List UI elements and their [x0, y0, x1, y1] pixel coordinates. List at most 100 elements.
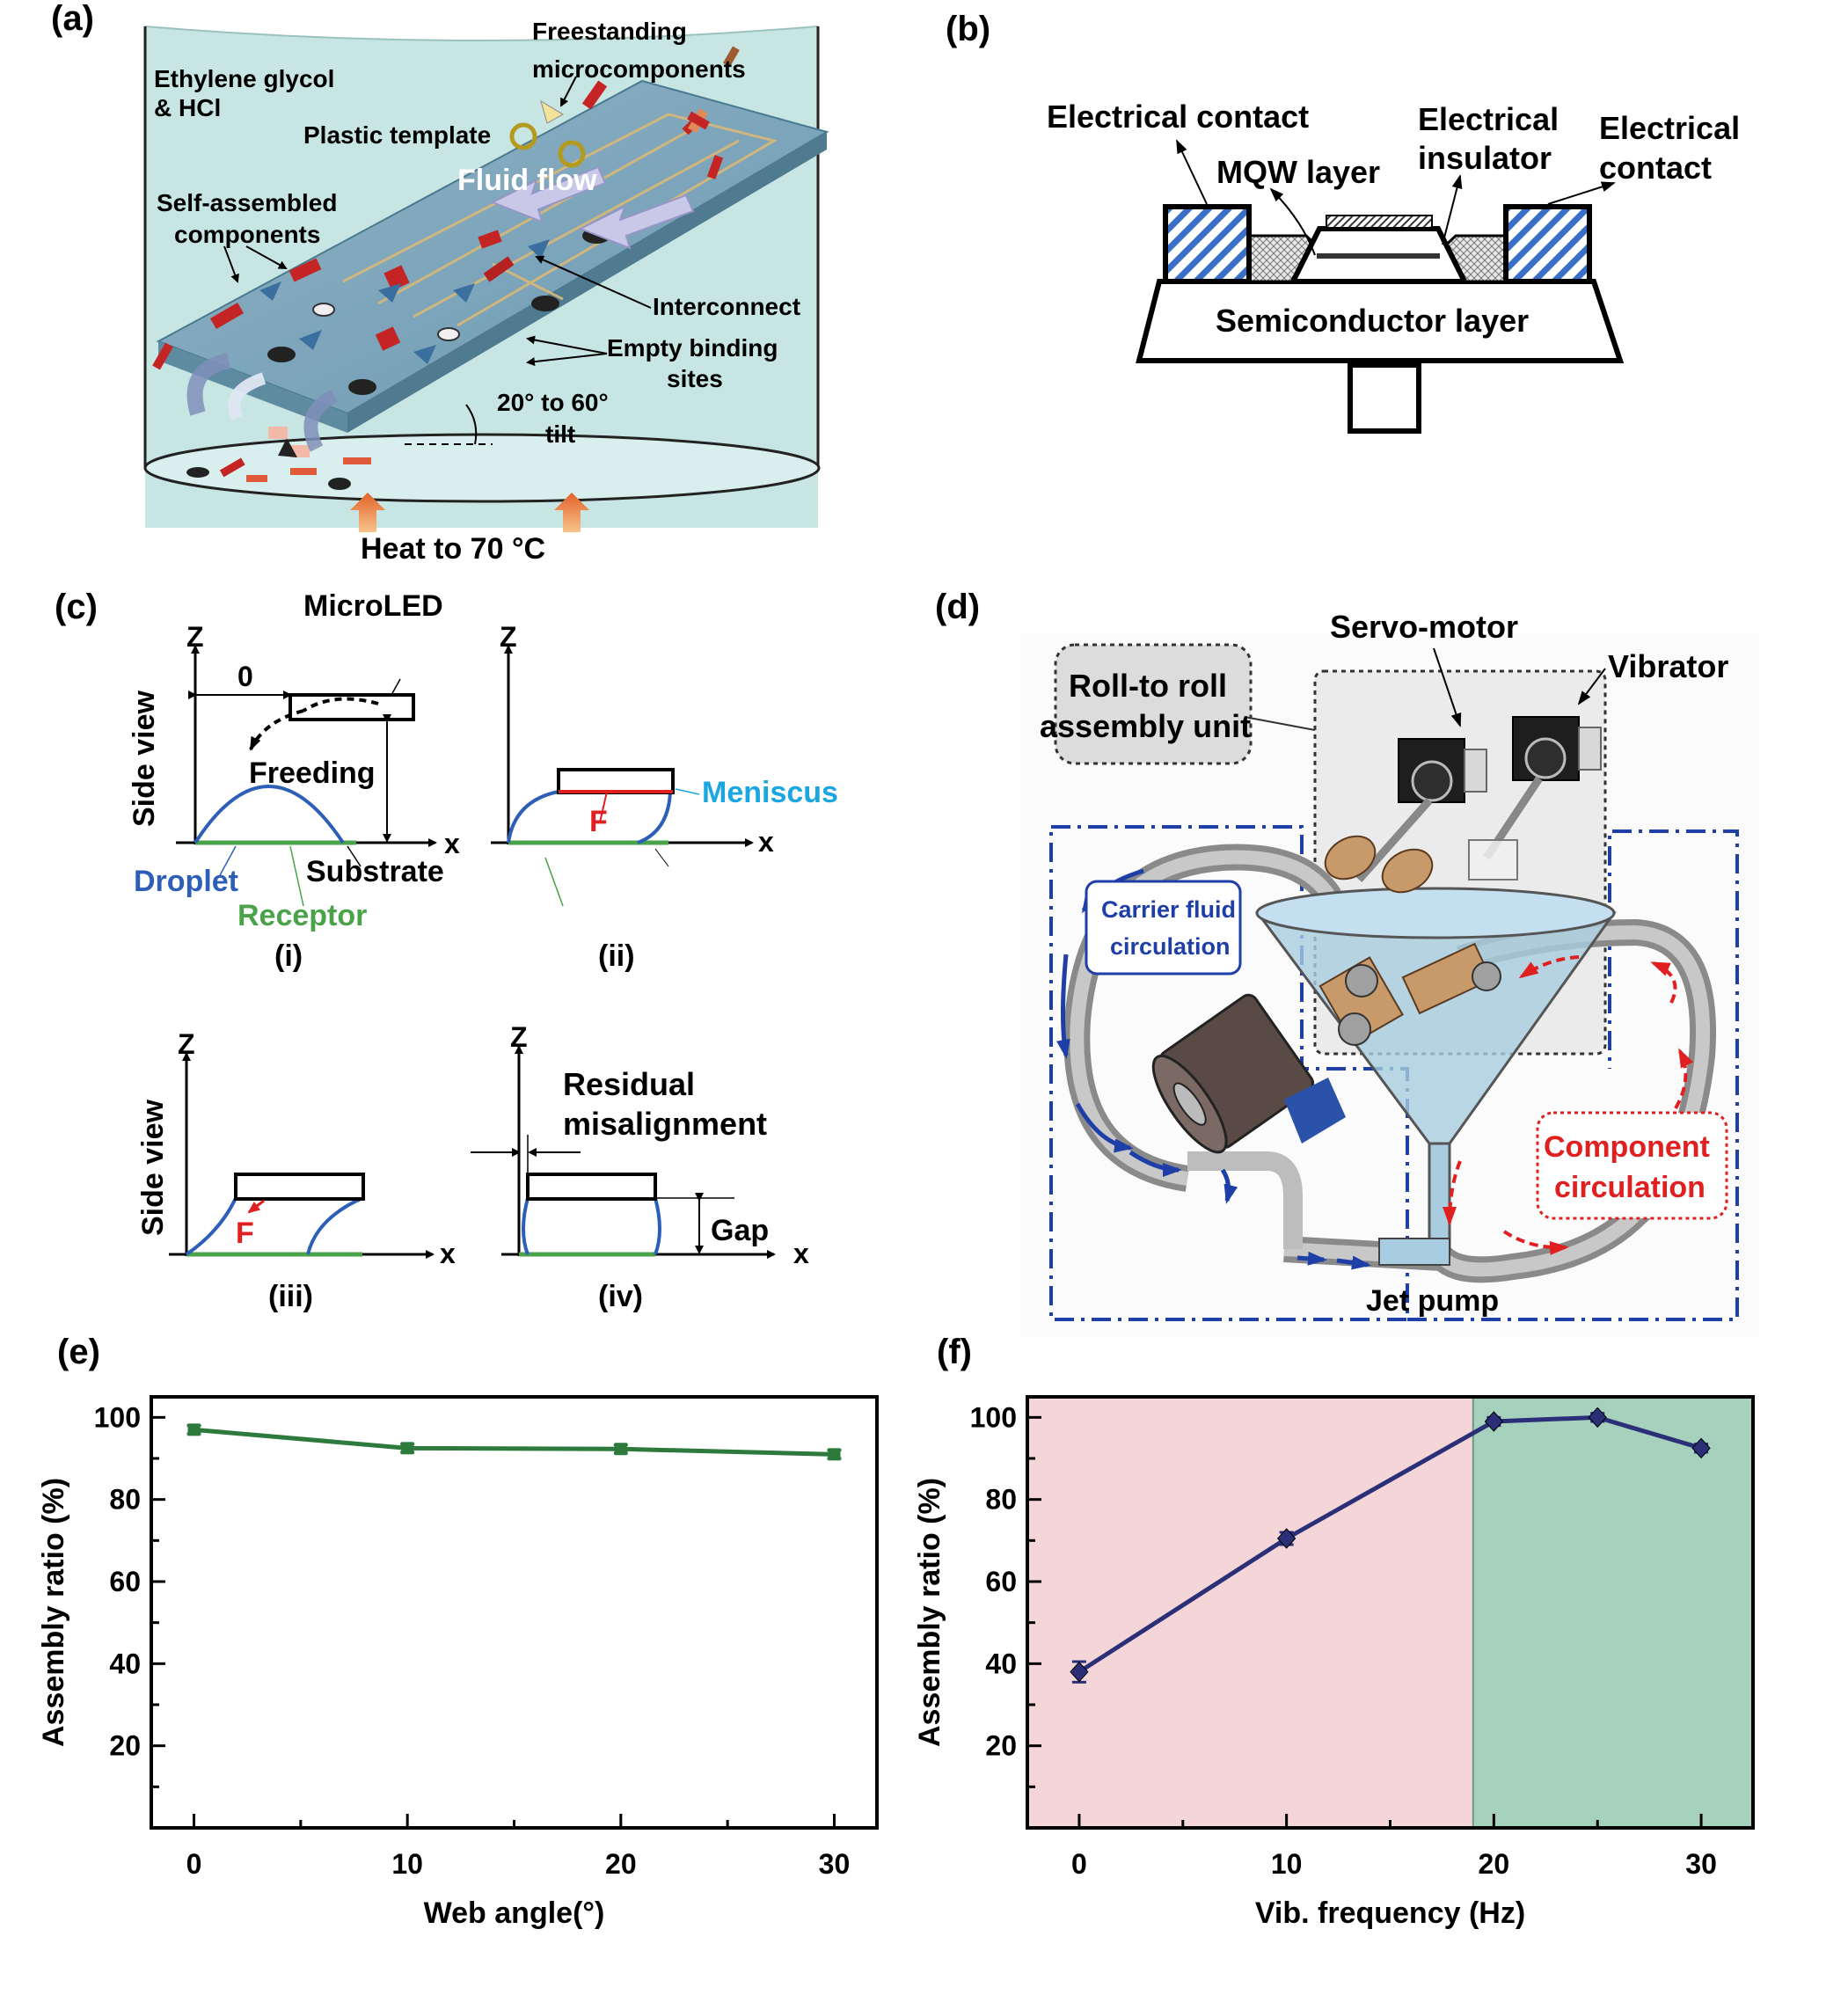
panel-b: (b) Electrical contact MQW layer Electri… [946, 10, 1740, 434]
plot-frame [150, 1395, 879, 1830]
panel-a-label: (a) [51, 0, 94, 38]
label-receptor: Receptor [237, 899, 367, 932]
blue-block [1284, 1078, 1346, 1144]
y-axis-label: Assembly ratio (%) [37, 1478, 70, 1747]
mqw-layer [1317, 253, 1440, 259]
label-residual: Residual [563, 1066, 695, 1102]
panel-f-label: (f) [937, 1333, 972, 1371]
x-axis-label: Vib. frequency (Hz) [1255, 1896, 1525, 1930]
label-side-view-iii: Side view [136, 1099, 170, 1236]
label-x-iv: x [793, 1238, 809, 1269]
label-fluid-flow: Fluid flow [457, 164, 597, 197]
label-z-i: Z [186, 621, 204, 653]
y-tick-label: 80 [985, 1484, 1017, 1516]
x-tick-label: 10 [1271, 1848, 1303, 1880]
data-point [1588, 1407, 1607, 1429]
x-tick-label: 30 [819, 1848, 851, 1880]
heat-arrows [350, 493, 589, 532]
label-tilt-angle: 20° to 60° [497, 389, 609, 416]
label-sub-iv: (iv) [598, 1280, 643, 1313]
label-semiconductor-layer: Semiconductor layer [1216, 303, 1529, 339]
jet-pump [1378, 1238, 1450, 1266]
panel-a-leaders [223, 76, 652, 445]
subpanel-iii: Z x F Side view (iii) [136, 1028, 456, 1313]
x-tick-label: 30 [1685, 1848, 1717, 1880]
label-carrier-circulation: circulation [1110, 933, 1231, 960]
data-point [1691, 1437, 1711, 1459]
data-point [614, 1443, 627, 1456]
y-tick-label: 60 [109, 1566, 141, 1597]
component-flow-arrows [1443, 955, 1694, 1255]
label-components: components [174, 221, 320, 248]
label-contact-right-1: Electrical [1599, 110, 1740, 146]
shaded-region-0 [1027, 1397, 1473, 1828]
x-axis-label: Web angle(°) [424, 1896, 605, 1930]
data-point [1484, 1411, 1504, 1432]
panel-c: (c) Z x 0 MicroLED Freeding Side view Dr… [55, 588, 838, 1313]
label-insulator-2: insulator [1418, 140, 1552, 176]
label-zero: 0 [237, 661, 253, 692]
data-point [828, 1448, 841, 1461]
label-freeding: Freeding [249, 756, 376, 790]
label-plastic-template: Plastic template [303, 121, 491, 149]
x-tick-label: 20 [1479, 1848, 1510, 1880]
label-z-iv: Z [510, 1021, 528, 1053]
fluid-flow-arrows [490, 165, 695, 250]
label-insulator-1: Electrical [1418, 101, 1559, 137]
label-tilt: tilt [545, 420, 575, 448]
label-microcomponents: microcomponents [532, 55, 746, 83]
carrier-fluid-label-box [1085, 880, 1242, 976]
label-hcl: & HCl [154, 94, 221, 121]
label-misalignment: misalignment [563, 1106, 767, 1142]
panel-d: (d) [935, 588, 1759, 1337]
panel-a-texts: Freestanding microcomponents Ethylene gl… [154, 18, 800, 566]
label-force-iii: F [236, 1217, 254, 1250]
electrical-contact-left [1163, 204, 1252, 284]
label-substrate: Substrate [306, 855, 444, 888]
panel-e-label: (e) [57, 1333, 100, 1371]
y-tick-label: 40 [985, 1648, 1017, 1679]
label-droplet: Droplet [134, 865, 238, 898]
x-tick-label: 0 [186, 1848, 202, 1880]
data-point [187, 1423, 201, 1436]
label-freestanding: Freestanding [532, 18, 687, 45]
label-sub-iii: (iii) [268, 1280, 313, 1313]
electrical-contact-right [1503, 204, 1592, 284]
label-force-ii: F [589, 805, 608, 838]
panel-b-label: (b) [946, 10, 990, 48]
subpanel-i: Z x 0 MicroLED Freeding Side view Drople… [128, 589, 460, 973]
microled-box-ii [557, 768, 675, 794]
label-electrical-contact-left: Electrical contact [1047, 99, 1309, 135]
droplet-arc [194, 785, 345, 844]
label-carrier-fluid: Carrier fluid [1101, 896, 1236, 923]
components [152, 46, 740, 490]
y-axis-label: Assembly ratio (%) [913, 1478, 946, 1747]
panel-c-label: (c) [55, 588, 98, 626]
panel-b-leaders [1176, 139, 1616, 256]
label-z-ii: Z [500, 621, 517, 653]
y-tick-label: 40 [109, 1648, 141, 1679]
label-empty-binding: Empty binding [607, 334, 778, 362]
x-tick-label: 20 [605, 1848, 637, 1880]
label-x-iii: x [440, 1238, 456, 1269]
plate-front [347, 132, 827, 433]
label-mqw-layer: MQW layer [1216, 154, 1380, 190]
label-ethylene-glycol: Ethylene glycol [154, 65, 334, 92]
label-self-assembled: Self-assembled [157, 189, 337, 216]
label-gap: Gap [711, 1214, 769, 1247]
label-component-circulation: circulation [1554, 1171, 1706, 1204]
panel-a: (a) [51, 0, 829, 566]
liquid-surface [145, 9, 818, 40]
panel-d-label: (d) [935, 588, 980, 626]
series-line [194, 1427, 835, 1457]
label-z-iii: Z [178, 1028, 195, 1060]
y-tick-label: 60 [985, 1566, 1017, 1597]
panel-d-texts: Servo-motor Vibrator Roll-to roll assemb… [1040, 609, 1728, 1318]
vibrator [1468, 716, 1602, 881]
label-jet-pump: Jet pump [1366, 1284, 1499, 1318]
subpanel-iv: Z x Residual misalignment Gap (iv) [471, 1021, 809, 1313]
label-roll-to-roll: Roll-to roll [1069, 668, 1227, 704]
rollers [1318, 835, 1501, 1046]
